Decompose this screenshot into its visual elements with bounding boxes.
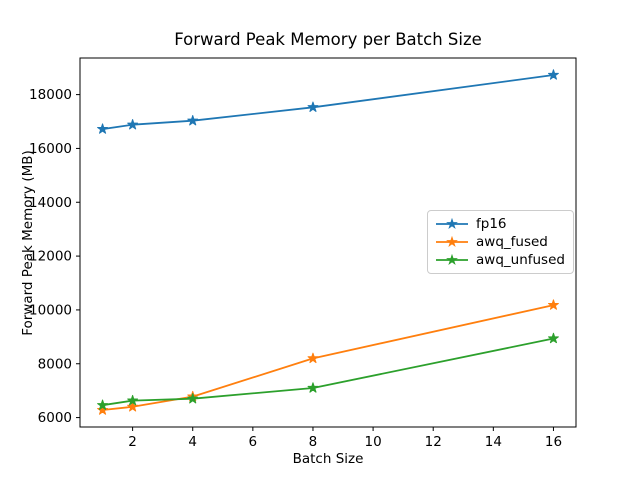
x-axis-label: Batch Size: [292, 451, 364, 467]
marker-fp16: [307, 101, 319, 112]
marker-awq_unfused: [127, 394, 139, 406]
marker-awq_fused: [307, 352, 319, 364]
legend-item-awq-fused: awq_fused: [435, 233, 565, 251]
y-tick-label: 8000: [38, 356, 72, 372]
marker-awq_unfused: [97, 399, 108, 410]
legend-label: awq_fused: [476, 234, 548, 250]
y-tick-label: 10000: [29, 302, 72, 318]
series-line-awq_fused: [101, 304, 555, 411]
x-tick-label: 2: [128, 434, 137, 450]
series-line-awq_unfused: [101, 337, 555, 407]
legend-label: fp16: [476, 216, 507, 232]
legend-line-icon: [436, 236, 468, 248]
x-tick-label: 10: [364, 434, 381, 450]
plot-border: [79, 57, 577, 428]
legend-item-fp16: fp16: [435, 215, 565, 233]
x-tick-label: 4: [188, 434, 197, 450]
x-tick-label: 14: [485, 434, 502, 450]
series-line-fp16: [101, 74, 555, 131]
legend: fp16 awq_fused awq_unfused: [427, 210, 574, 274]
legend-star-marker-icon: [446, 236, 458, 248]
legend-star-marker-icon: [446, 254, 458, 266]
marker-awq_fused: [127, 401, 139, 412]
y-axis-label: Forward Peak Memory (MB): [20, 150, 36, 336]
marker-fp16: [187, 115, 199, 126]
marker-awq_fused: [97, 404, 108, 415]
marker-awq_unfused: [307, 382, 319, 393]
legend-line-icon: [436, 254, 468, 266]
y-tick-label: 18000: [29, 87, 72, 103]
marker-fp16: [97, 123, 108, 134]
legend-label: awq_unfused: [476, 252, 565, 268]
chart-title: Forward Peak Memory per Batch Size: [174, 30, 482, 49]
x-tick-label: 6: [249, 434, 258, 450]
marker-awq_unfused: [548, 332, 559, 344]
legend-line-icon: [436, 218, 468, 230]
marker-awq_unfused: [187, 393, 199, 404]
legend-item-awq-unfused: awq_unfused: [435, 251, 565, 269]
x-tick-label: 16: [545, 434, 562, 450]
y-tick-label: 12000: [29, 249, 72, 265]
x-tick-label: 8: [309, 434, 318, 450]
x-tick-label: 12: [425, 434, 442, 450]
marker-fp16: [127, 119, 139, 130]
marker-awq_fused: [548, 299, 559, 310]
y-tick-label: 14000: [29, 195, 72, 211]
y-tick-label: 6000: [38, 410, 72, 426]
marker-fp16: [548, 69, 559, 80]
y-tick-label: 16000: [29, 141, 72, 157]
legend-star-marker-icon: [446, 218, 458, 230]
